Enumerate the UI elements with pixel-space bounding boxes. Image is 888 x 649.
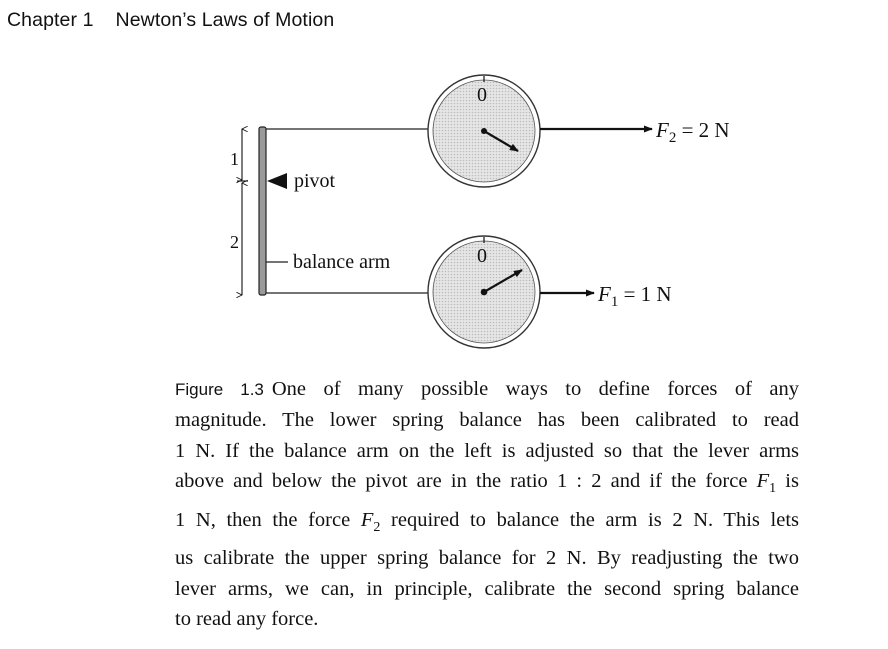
caption-f2-subscript: 2 (373, 519, 381, 535)
caption-f1-subscript: 1 (769, 481, 777, 497)
caption-line-7: lever arms, we can, in principle, calibr… (175, 577, 799, 600)
lower-force-value: = 1 N (618, 282, 671, 306)
upper-dial-needle (483, 130, 519, 152)
caption-line-5-tail: required to balance the arm is 2 N. This… (380, 508, 799, 531)
lower-force-subscript: 1 (611, 294, 619, 310)
caption-f2-symbol: F (360, 508, 374, 531)
caption-line-5-text: 1 N, then the force (175, 508, 361, 531)
upper-dimension-label-bg (228, 148, 240, 168)
figure-label: Figure 1.3 (175, 380, 264, 399)
caption-line-8: to read any force. (175, 608, 319, 631)
lower-force-label: F1 = 1 N (597, 282, 672, 310)
upper-spring-balance[interactable]: 0 (427, 74, 541, 188)
caption-f1-symbol: F (756, 470, 770, 493)
caption-line-3: 1 N. If the balance arm on the left is a… (175, 439, 799, 462)
pivot-icon[interactable] (267, 173, 287, 189)
lower-dial-zero: 0 (477, 245, 487, 267)
upper-dial-hub (481, 128, 487, 134)
upper-force-label: F2 = 2 N (655, 118, 730, 146)
spring-balance-figure: balance arm pivot 1 2 0 F2 = 2 N 0 F1 = … (227, 74, 730, 349)
lower-dial-needle (483, 269, 523, 293)
running-head: Chapter 1 Newton’s Laws of Motion (7, 9, 334, 32)
figure-caption: Figure 1.3 One of many possible ways to d… (175, 374, 799, 634)
lower-force-symbol: F (597, 282, 611, 306)
caption-line-6: us calibrate the upper spring balance fo… (175, 547, 799, 570)
caption-line-2: magnitude. The lower spring balance has … (175, 409, 799, 432)
caption-line-1: Figure 1.3 One of many possible ways to d… (175, 374, 799, 405)
caption-line-4: above and below the pivot are in the rat… (175, 466, 799, 505)
lower-spring-balance[interactable]: 0 (427, 235, 541, 349)
upper-force-value: = 2 N (676, 118, 729, 142)
caption-line-1-text: One of many possible ways to define forc… (271, 378, 799, 400)
upper-lever-length: 1 (230, 149, 239, 169)
lower-dial-hub (480, 288, 488, 296)
lower-dimension-label-bg (227, 232, 241, 252)
caption-line-5: 1 N, then the force F2 required to balan… (175, 505, 799, 544)
lower-lever-length: 2 (230, 232, 239, 252)
upper-force-symbol: F (655, 118, 669, 142)
caption-line-4-text: above and below the pivot are in the rat… (175, 470, 757, 493)
upper-force-subscript: 2 (669, 130, 677, 146)
balance-arm-label: balance arm (293, 251, 391, 273)
chapter-title: Newton’s Laws of Motion (115, 9, 335, 31)
caption-line-4-tail: is (776, 470, 799, 493)
chapter-label: Chapter 1 (7, 9, 94, 31)
upper-dial-zero: 0 (477, 84, 487, 106)
balance-arm-bar[interactable] (258, 126, 267, 296)
pivot-label: pivot (294, 170, 336, 192)
